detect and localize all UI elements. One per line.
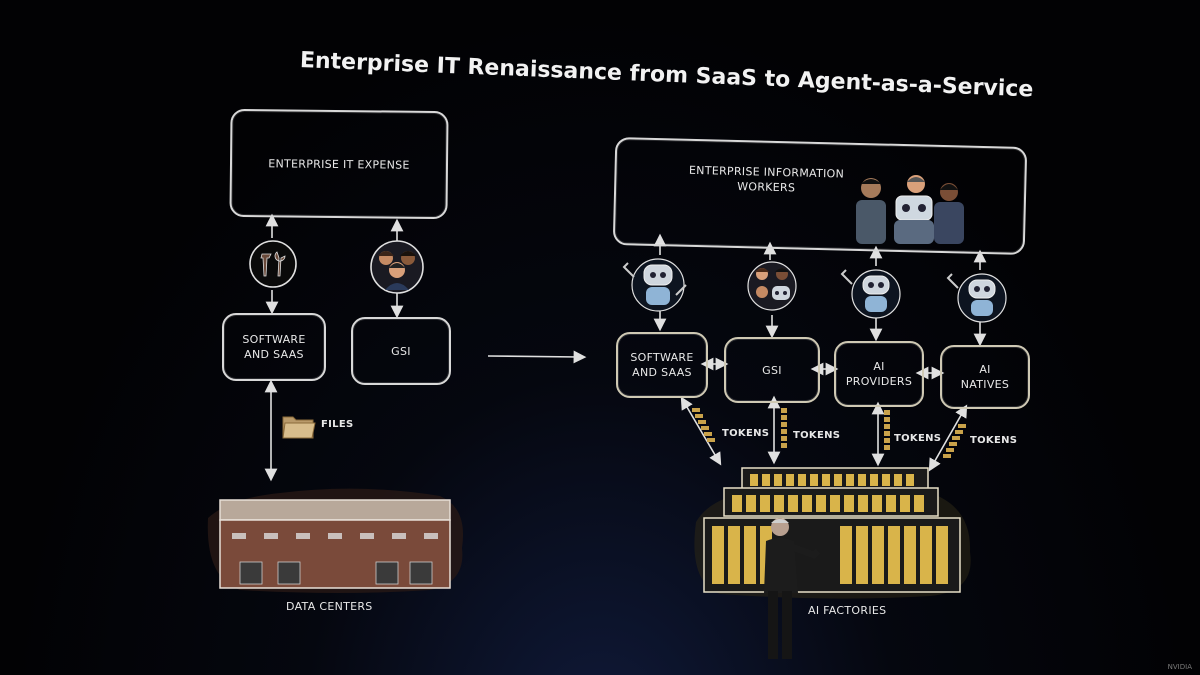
- right-gsi-label: GSI: [762, 363, 782, 377]
- datacenter-icon: [207, 488, 464, 593]
- enterprise-it-expense-label: ENTERPRISE IT EXPENSE: [268, 156, 410, 172]
- ai-providers-label: AI PROVIDERS: [845, 360, 913, 388]
- robot-icon: [946, 273, 1007, 323]
- tokens-label: TOKENS: [970, 435, 1018, 446]
- ai-natives-label: AI NATIVES: [960, 363, 1010, 391]
- right-software-saas-label: SOFTWARE AND SAAS: [630, 351, 694, 379]
- token-stacks: [692, 408, 966, 458]
- people-icon: [747, 261, 797, 311]
- workers-group-icon: [856, 175, 964, 244]
- data-centers-label: DATA CENTERS: [286, 600, 373, 613]
- right-software-saas-box: SOFTWARE AND SAAS: [616, 332, 708, 398]
- ai-factories-label: AI FACTORIES: [808, 604, 887, 617]
- people-icon: [370, 240, 424, 294]
- ai-factory-icon: [694, 467, 971, 599]
- tokens-label: TOKENS: [793, 430, 841, 441]
- right-gsi-box: GSI: [724, 337, 820, 403]
- left-gsi-label: GSI: [391, 344, 411, 358]
- tokens-label: TOKENS: [894, 433, 942, 444]
- folder-icon: [282, 416, 316, 439]
- tools-icon: [249, 240, 297, 288]
- ai-natives-box: AI NATIVES: [940, 345, 1030, 409]
- files-label: FILES: [321, 419, 354, 430]
- transition-arrow: [487, 350, 587, 364]
- presenter-figure: [764, 518, 821, 659]
- nvidia-watermark: NVIDIA: [1167, 663, 1192, 671]
- arrow-tokens-4: [928, 404, 968, 472]
- ai-providers-box: AI PROVIDERS: [834, 341, 924, 407]
- robot-icon: [622, 258, 687, 312]
- tokens-label: TOKENS: [722, 428, 770, 439]
- left-software-saas-label: SOFTWARE AND SAAS: [242, 333, 306, 361]
- left-gsi-box: GSI: [351, 317, 451, 385]
- enterprise-it-expense-box: ENTERPRISE IT EXPENSE: [229, 108, 449, 220]
- left-software-saas-box: SOFTWARE AND SAAS: [222, 313, 326, 381]
- arrow-tokens-1: [680, 396, 722, 466]
- robot-icon: [840, 269, 901, 319]
- enterprise-information-workers-label: ENTERPRISE INFORMATION WORKERS: [688, 163, 845, 195]
